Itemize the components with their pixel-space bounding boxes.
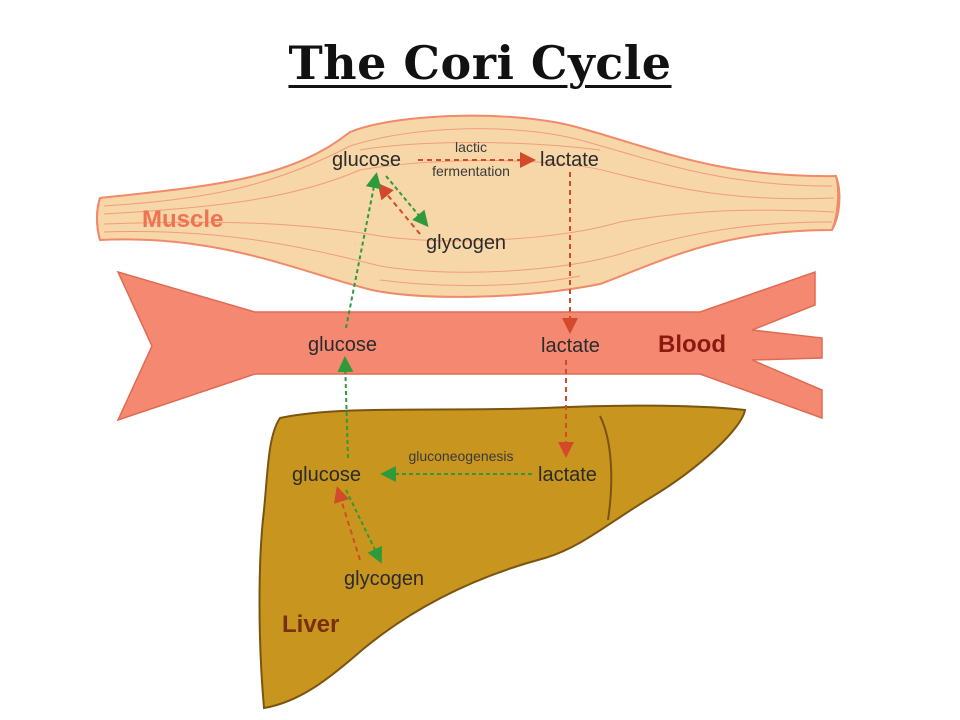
muscle-glycogen-label: glycogen bbox=[426, 232, 506, 254]
glucose-blood-to-muscle-arrow bbox=[345, 172, 382, 329]
liver-lactate-label: lactate bbox=[538, 464, 597, 486]
liver-glucose-to-glycogen-arrow bbox=[345, 489, 382, 564]
lactic-fermentation-label-line2: fermentation bbox=[432, 163, 510, 179]
blood-glucose-label: glucose bbox=[308, 334, 377, 356]
liver-glycogen-to-glucose-arrow bbox=[333, 486, 361, 561]
lactic-fermentation-label-line1: lactic bbox=[455, 139, 487, 155]
blood-lactate-label: lactate bbox=[541, 335, 600, 357]
page-title: The Cori Cycle bbox=[288, 36, 672, 90]
liver-label: Liver bbox=[282, 611, 339, 638]
blood-vessel bbox=[116, 270, 823, 422]
glucose-liver-to-blood-arrow bbox=[337, 356, 354, 459]
muscle-label: Muscle bbox=[142, 206, 223, 233]
muscle-shape bbox=[96, 114, 841, 298]
muscle-glucose-label: glucose bbox=[332, 149, 401, 171]
muscle-lactate-label: lactate bbox=[540, 149, 599, 171]
muscle-glucose-to-glycogen-arrow bbox=[385, 175, 429, 228]
pathway-arrows bbox=[333, 152, 578, 564]
liver-glycogen-label: glycogen bbox=[344, 568, 424, 590]
gluconeogenesis-label: gluconeogenesis bbox=[408, 448, 513, 464]
liver-glucose-label: glucose bbox=[292, 464, 361, 486]
blood-label: Blood bbox=[658, 331, 726, 358]
